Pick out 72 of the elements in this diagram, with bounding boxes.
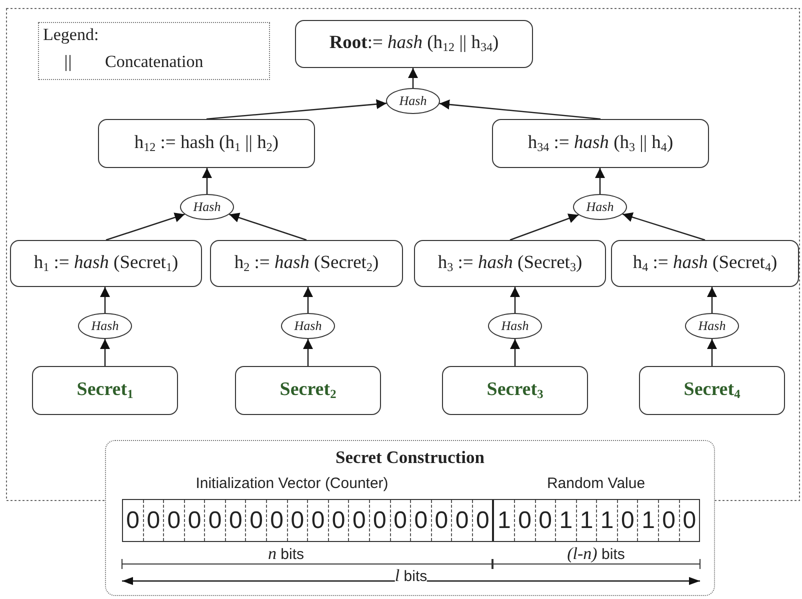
legend-label: Concatenation [105,52,204,72]
bit-cell: 0 [163,500,184,541]
bit-cell: 0 [245,500,266,541]
hash-ellipse: Hash [488,313,542,339]
bit-cell: 1 [492,500,514,541]
hash-box: h$_{12}$ := hash (h$_{1}$ || h$_{2}$) [98,119,315,168]
arrow [303,287,313,313]
legend-title: Legend: [43,25,99,45]
panel [105,440,715,596]
hash-box: h$_{34}$ := hash (h$_{3}$ || h$_{4}$) [492,119,709,168]
bit-cell: 0 [658,500,679,541]
bit-cell: 0 [514,500,535,541]
bit-cell: 0 [472,500,492,541]
bit-cell: 0 [224,500,246,541]
arrow [303,339,313,366]
bit-cell: 0 [410,500,431,541]
hash-box: h$_{1}$ := hash (Secret$_{1}$) [10,240,202,287]
arrow [229,212,307,241]
bit-cell: 1 [637,500,658,541]
arrow [595,168,605,194]
arrow [100,339,110,366]
hash-ellipse: Hash [386,88,440,114]
arrow [202,168,212,194]
panel-title: Secret Construction [334,447,486,468]
bit-cell: 0 [451,500,472,541]
bit-cell: 0 [286,500,308,541]
dimension-label: l bits [394,567,428,584]
bit-cell: 0 [430,500,452,541]
arrow [408,68,418,88]
hash-ellipse: Hash [78,313,132,339]
secret-box: Secret$_{4}$ [639,366,785,415]
secret-box: Secret$_{1}$ [32,366,178,415]
dimension-label: (l-n) bits [567,545,625,562]
hash-ellipse: Hash [281,313,335,339]
arrow [100,287,110,313]
arrow [106,212,185,241]
bit-cell: 0 [204,500,225,541]
bit-cell: 0 [307,500,328,541]
bit-cell: 0 [266,500,287,541]
bit-cell: 0 [616,500,638,541]
bit-cell: 0 [678,500,700,541]
bit-cell: 0 [390,500,410,541]
arrow [510,214,579,241]
bit-cell-text: 0 [125,506,140,536]
bit-cell: 0 [348,500,369,541]
arrow [622,212,706,241]
bit-cell: 0 [142,500,164,541]
arrow [206,99,386,120]
bit-cell: 0 [328,500,348,541]
arrow [510,287,520,313]
hash-box: h$_{3}$ := hash (Secret$_{3}$) [414,240,606,287]
arrow [707,287,717,313]
bit-cell: 0 [534,500,556,541]
bit-cell: 1 [596,500,617,541]
bit-cell: 0 [368,500,390,541]
bit-cell: 0 [184,500,204,541]
hash-box: Root:= hash (h$_{12}$ || h$_{34}$) [295,20,533,68]
bit-cell: 1 [555,500,576,541]
field-label: Random Value [546,476,646,491]
hash-box: h$_{2}$ := hash (Secret$_{2}$) [210,240,403,287]
field-label: Initialization Vector (Counter) [196,476,388,491]
hash-ellipse: Hash [685,313,739,339]
arrow [439,100,601,120]
bit-cell: 1 [576,500,596,541]
hash-box: h$_{4}$ := hash (Secret$_{4}$) [611,240,799,287]
secret-box: Secret$_{2}$ [235,366,381,415]
secret-box: Secret$_{3}$ [442,366,588,415]
arrow [707,339,717,366]
hash-ellipse: Hash [180,194,234,220]
hash-ellipse: Hash [573,194,627,220]
dimension-label: n bits [268,545,304,562]
arrow [510,339,520,366]
